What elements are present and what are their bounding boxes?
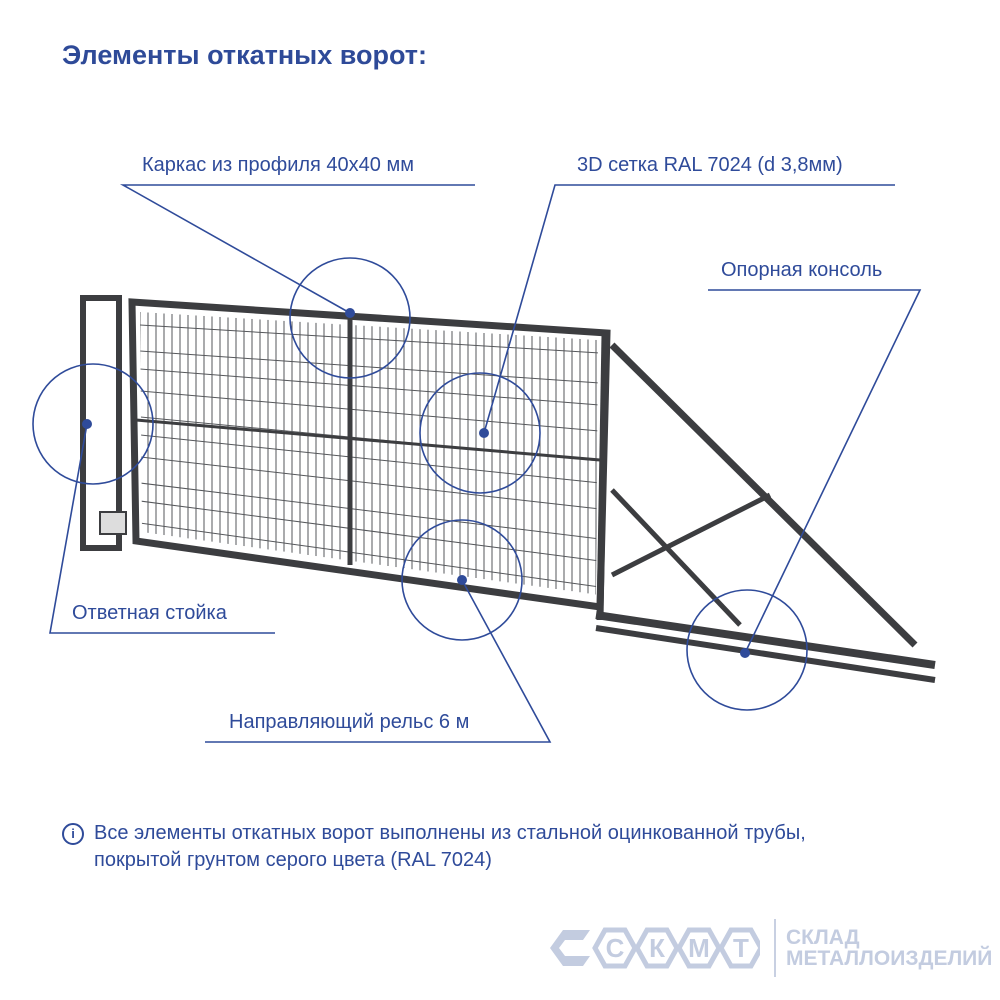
logo-swoosh [550,930,590,966]
label-console: Опорная консоль [721,259,883,281]
page-title: Элементы откатных ворот: [62,40,428,70]
logo-letter: К [649,933,665,963]
note-line-2: покрытой грунтом серого цвета (RAL 7024) [94,849,492,871]
label-mesh: 3D сетка RAL 7024 (d 3,8мм) [577,154,843,176]
callouts [32,184,922,743]
info-note: i Все элементы откатных ворот выполнены … [62,820,806,874]
gate-frame [128,298,936,683]
label-rail: Направляющий рельс 6 м [229,711,470,733]
note-line-1: Все элементы откатных ворот выполнены из… [94,822,806,844]
logo-letter: М [688,933,710,963]
label-frame: Каркас из профиля 40х40 мм [142,154,414,176]
label-post: Ответная стойка [72,602,227,624]
logo-divider [774,919,776,977]
logo-letter: Т [733,933,749,963]
info-icon: i [62,823,84,845]
logo-letter: С [606,933,625,963]
logo-hexagon [718,927,760,969]
callout-dots [82,308,750,658]
logo-line-2: МЕТАЛЛОИЗДЕЛИЙ [786,947,993,970]
logo-line-1: СКЛАД [786,926,860,949]
